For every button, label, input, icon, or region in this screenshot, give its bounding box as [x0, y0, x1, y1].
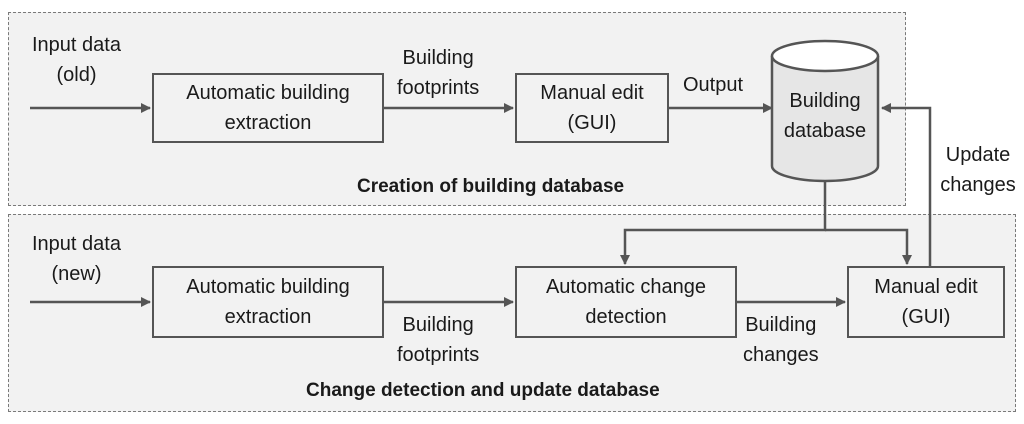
update-changes-label: Update changes [940, 144, 1016, 196]
building-changes-label: Building changes [743, 314, 819, 366]
input-old-label: Input data (old) [32, 34, 121, 86]
change-detection-title: Change detection and update database [306, 380, 660, 401]
input-new-label: Input data (new) [32, 233, 121, 285]
arrow-db-to-manual-edit [825, 228, 912, 265]
manual-edit-box-top: Manual edit (GUI) [515, 73, 669, 143]
building-extraction-box-top: Automatic building extraction [152, 73, 384, 143]
building-extraction-box-bottom: Automatic building extraction [152, 266, 384, 338]
creation-title: Creation of building database [357, 176, 625, 197]
footprints-label-top: Building footprints [397, 47, 480, 99]
database-label: Building database [783, 90, 867, 142]
change-detection-box: Automatic change detection [515, 266, 737, 338]
database-cylinder [770, 39, 880, 183]
output-label: Output [683, 74, 744, 96]
arrow-db-to-change-detection [620, 182, 827, 265]
manual-edit-box-bottom: Manual edit (GUI) [847, 266, 1005, 338]
footprints-label-bottom: Building footprints [397, 314, 480, 366]
arrow-update-changes [881, 103, 932, 267]
